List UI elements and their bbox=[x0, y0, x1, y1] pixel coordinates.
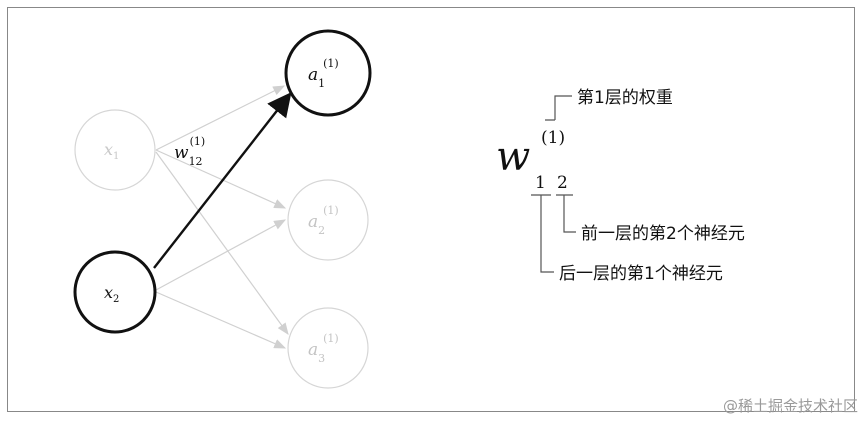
edge-x2-a2 bbox=[155, 219, 287, 291]
label-x2: x2 bbox=[104, 283, 119, 305]
notation-symbol: w bbox=[496, 134, 530, 180]
label-a2: a2(1) bbox=[308, 204, 339, 237]
annotation-prev-neuron: 前一层的第2个神经元 bbox=[581, 224, 745, 244]
edge-x1-a1 bbox=[155, 85, 286, 151]
bracket-layer bbox=[545, 95, 572, 121]
edge-x1-a3 bbox=[155, 151, 289, 335]
annotation-next-neuron: 后一层的第1个神经元 bbox=[559, 264, 723, 284]
annotation-layer: 第1层的权重 bbox=[577, 88, 673, 108]
label-a3: a3(1) bbox=[308, 332, 339, 365]
neuron-x1 bbox=[74, 109, 156, 191]
edge-x1-a2 bbox=[155, 149, 287, 209]
label-a1: a1(1) bbox=[308, 57, 339, 90]
notation-superscript: (1) bbox=[541, 128, 565, 148]
neuron-a1 bbox=[284, 29, 372, 117]
neuron-a2 bbox=[287, 179, 369, 261]
bracket-next-neuron bbox=[531, 194, 554, 273]
connection-lines bbox=[155, 85, 289, 349]
watermark: @稀土掘金技术社区 bbox=[723, 397, 858, 415]
edge-x2-a1-highlight bbox=[153, 92, 292, 269]
figure-frame bbox=[7, 7, 855, 412]
bracket-prev-neuron bbox=[556, 194, 576, 233]
notation-subscript-first: 1 bbox=[535, 173, 546, 193]
label-x1: x1 bbox=[104, 140, 119, 162]
edge-x2-a3 bbox=[155, 291, 287, 349]
notation-subscript-second: 2 bbox=[557, 173, 568, 193]
notation-brackets bbox=[531, 95, 576, 273]
neuron-x2 bbox=[73, 250, 157, 334]
weight-label-w12: w12(1) bbox=[174, 135, 205, 168]
neuron-a3 bbox=[287, 307, 369, 389]
